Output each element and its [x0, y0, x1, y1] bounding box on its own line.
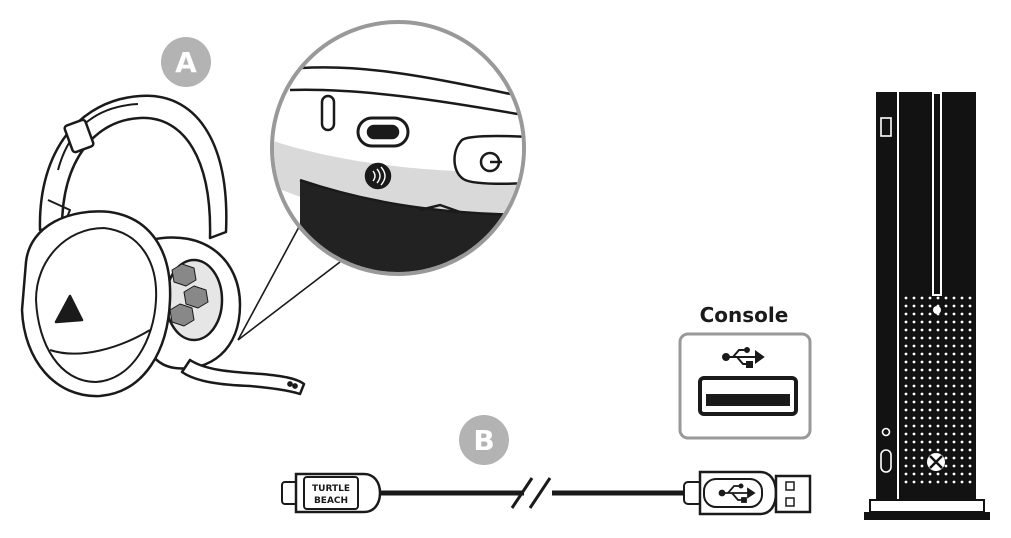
brand-line-1: TURTLE — [312, 484, 350, 494]
usb-icon — [718, 483, 756, 503]
left-ear-cup — [20, 210, 172, 398]
wireless-pairing-icon — [364, 162, 392, 190]
xbox-logo-icon — [927, 453, 945, 471]
brand-line-2: BEACH — [314, 496, 348, 506]
usb-a-plug — [683, 470, 812, 516]
usb-icon — [722, 347, 765, 368]
console-port-box: Console — [678, 303, 812, 440]
power-icon — [453, 134, 522, 186]
microphone-boom — [180, 358, 306, 396]
xbox-console — [864, 92, 990, 520]
usb-cable: TURTLE BEACH — [281, 470, 812, 516]
headset — [20, 94, 341, 398]
usb-c-plug: TURTLE BEACH — [281, 472, 382, 514]
console-vents — [904, 296, 972, 484]
console-label: Console — [700, 303, 789, 327]
marker-a: A — [161, 37, 211, 87]
marker-b-label: B — [473, 424, 494, 457]
zoom-detail-circle — [270, 20, 526, 276]
marker-b: B — [459, 415, 509, 465]
marker-a-label: A — [175, 46, 197, 79]
turtle-beach-logo — [54, 294, 84, 324]
